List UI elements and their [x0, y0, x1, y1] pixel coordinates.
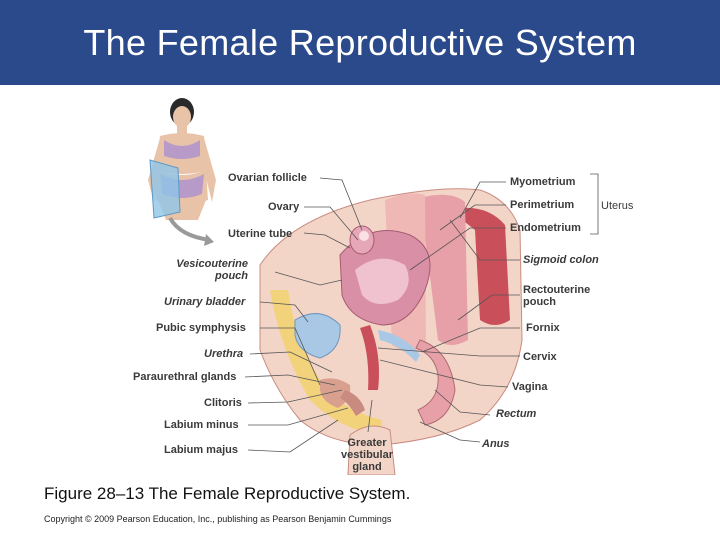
- label-greater-vestibular-gland: Greater vestibular gland: [341, 437, 393, 473]
- label-urethra: Urethra: [204, 348, 244, 360]
- label-labium-minus: Labium minus: [164, 419, 239, 431]
- leader-lines: [244, 177, 520, 453]
- pelvis-section: [259, 188, 523, 475]
- label-cervix: Cervix: [523, 351, 557, 363]
- label-ovary: Ovary: [268, 201, 300, 213]
- label-perimetrium: Perimetrium: [510, 199, 575, 211]
- anatomy-figure: Ovarian follicle Ovary Uterine tube Vesi…: [120, 90, 660, 475]
- label-paraurethral-glands: Paraurethral glands: [133, 371, 237, 383]
- label-uterine-tube: Uterine tube: [228, 228, 293, 240]
- label-rectouterine-pouch: Rectouterine pouch: [523, 284, 591, 308]
- label-fornix: Fornix: [526, 322, 560, 334]
- label-pubic-symphysis: Pubic symphysis: [156, 322, 246, 334]
- label-vesicouterine-pouch: Vesicouterine pouch: [176, 258, 248, 282]
- label-endometrium: Endometrium: [510, 222, 581, 234]
- slide-header: The Female Reproductive System: [0, 0, 720, 85]
- label-ovarian-follicle: Ovarian follicle: [228, 172, 307, 184]
- label-anus: Anus: [482, 438, 510, 450]
- label-urinary-bladder: Urinary bladder: [164, 296, 246, 308]
- slide-title: The Female Reproductive System: [83, 21, 637, 63]
- label-myometrium: Myometrium: [510, 176, 576, 188]
- label-vagina: Vagina: [512, 381, 548, 393]
- uterus-bracket: [590, 173, 599, 235]
- label-rectum: Rectum: [496, 408, 537, 420]
- label-clitoris: Clitoris: [204, 397, 242, 409]
- figure-caption: Figure 28–13 The Female Reproductive Sys…: [44, 484, 411, 503]
- label-uterus: Uterus: [601, 200, 634, 212]
- label-labium-majus: Labium majus: [164, 444, 238, 456]
- anatomy-illustration: [148, 98, 599, 475]
- label-sigmoid-colon: Sigmoid colon: [523, 254, 599, 266]
- copyright-notice: Copyright © 2009 Pearson Education, Inc.…: [44, 514, 392, 524]
- woman-silhouette: [148, 98, 216, 246]
